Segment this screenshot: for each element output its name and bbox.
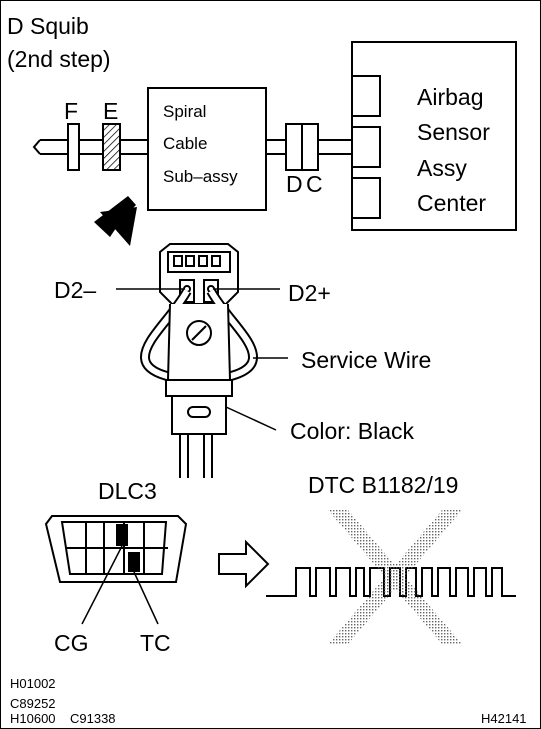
code-3: H10600	[10, 711, 56, 726]
leader-lines	[116, 288, 288, 431]
d2-plus-label: D2+	[288, 280, 331, 306]
connector-d	[285, 123, 303, 171]
airbag-sensor-line-1: Airbag	[417, 84, 484, 110]
title-line-1: D Squib	[7, 13, 89, 39]
airbag-sensor-line-4: Center	[417, 190, 487, 216]
airbag-sensor-line-2: Sensor	[417, 119, 490, 145]
tc-label: TC	[140, 630, 171, 656]
dlc3-connector	[44, 515, 188, 583]
dtc-label: DTC B1182/19	[308, 472, 459, 498]
airbag-sensor-ports	[351, 75, 381, 219]
connector-e	[102, 123, 121, 171]
color-label: Color: Black	[290, 418, 414, 444]
connector-c-label: C	[306, 171, 323, 197]
connector-d-label: D	[286, 171, 303, 197]
connector-f	[67, 123, 80, 171]
spiral-cable-box	[147, 87, 267, 211]
harness-wiring	[32, 139, 352, 155]
connector-e-label: E	[103, 98, 119, 124]
code-1: H01002	[10, 676, 56, 691]
cross-out-mark	[328, 510, 462, 644]
connector-f-label: F	[64, 98, 79, 124]
dlc3-pin-cg	[116, 524, 128, 546]
service-wire-label: Service Wire	[301, 347, 432, 373]
code-4: C91338	[70, 711, 116, 726]
dlc3-pin-tc	[128, 552, 140, 572]
dlc3-label: DLC3	[98, 478, 157, 504]
spiral-cable-line-1: Spiral	[163, 102, 207, 121]
connector-c	[301, 123, 319, 171]
cg-label: CG	[54, 630, 89, 656]
spiral-cable-line-3: Sub–assy	[163, 167, 238, 186]
code-2: C89252	[10, 696, 56, 711]
code-5: H42141	[481, 711, 527, 726]
title-line-2: (2nd step)	[7, 46, 111, 72]
airbag-sensor-line-3: Assy	[417, 155, 467, 181]
squib-connector	[140, 243, 258, 478]
spiral-cable-line-2: Cable	[163, 134, 208, 153]
outline-arrow	[218, 539, 270, 589]
d2-minus-label: D2–	[54, 277, 97, 303]
